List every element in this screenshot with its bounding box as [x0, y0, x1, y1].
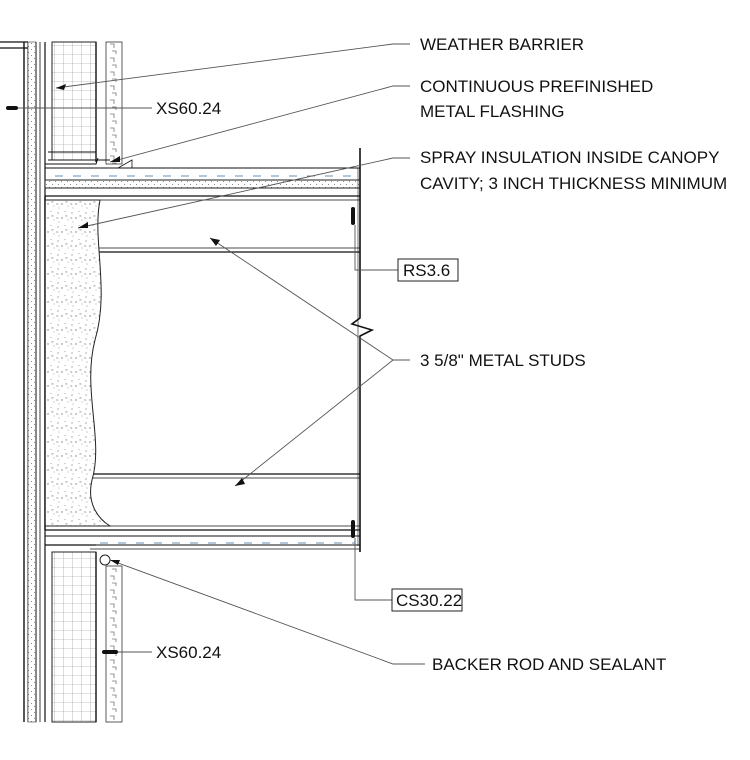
ref-rs-box [397, 258, 459, 282]
ref-cs: CS30.22 [396, 591, 462, 610]
ref-xs-lower: XS60.24 [156, 643, 221, 662]
leader-lines [18, 43, 425, 665]
exterior-wall [0, 41, 46, 723]
label-spray-line2: CAVITY; 3 INCH THICKNESS MINIMUM [420, 174, 727, 193]
ref-cs-box [391, 588, 463, 612]
label-flashing-line2: METAL FLASHING [420, 102, 565, 121]
leader-arrowheads [56, 84, 245, 565]
label-weather-barrier: WEATHER BARRIER [420, 35, 584, 54]
lower-masonry-veneer [45, 544, 123, 723]
label-backer-rod: BACKER ROD AND SEALANT [432, 655, 666, 674]
label-flashing-line1: CONTINUOUS PREFINISHED [420, 77, 653, 96]
canopy-assembly [6, 106, 375, 654]
ref-xs-upper: XS60.24 [156, 99, 221, 118]
label-metal-studs: 3 5/8" METAL STUDS [420, 351, 586, 370]
upper-masonry-veneer [45, 41, 123, 165]
ref-rs: RS3.6 [403, 261, 450, 280]
label-spray-line1: SPRAY INSULATION INSIDE CANOPY [420, 148, 719, 167]
